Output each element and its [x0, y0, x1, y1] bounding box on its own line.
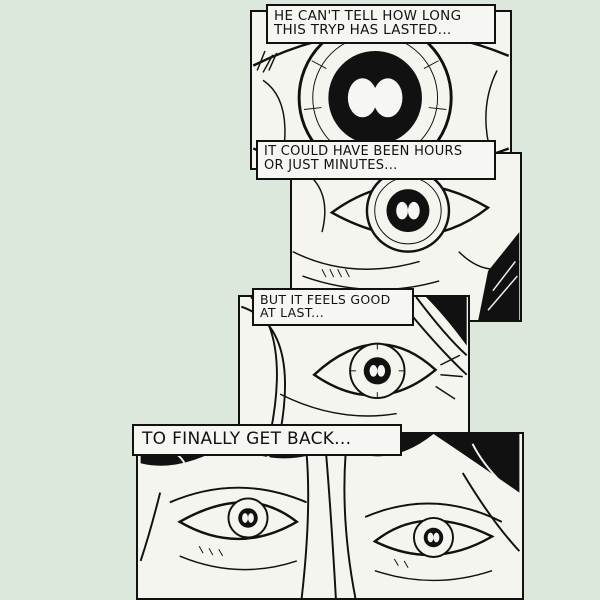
caption-box-4: TO FINALLY GET BACK...	[132, 424, 402, 456]
caption-box-3: BUT IT FEELS GOOD AT LAST...	[252, 288, 414, 326]
caption-text: OR JUST MINUTES...	[264, 157, 398, 173]
comic-panel-4	[136, 432, 524, 600]
caption-box-1: HE CAN'T TELL HOW LONG THIS TRYP HAS LAS…	[266, 4, 496, 44]
caption-text: THIS TRYP HAS LASTED...	[274, 22, 452, 39]
eye-closeup-illustration	[252, 20, 510, 168]
pair-of-eyes-illustration	[139, 434, 521, 598]
caption-text: BUT IT FEELS GOOD	[260, 292, 391, 307]
caption-text: IT COULD HAVE BEEN HOURS	[264, 144, 463, 159]
caption-text: HE CAN'T TELL HOW LONG	[274, 8, 462, 24]
caption-box-2: IT COULD HAVE BEEN HOURS OR JUST MINUTES…	[256, 140, 496, 180]
caption-text: TO FINALLY GET BACK...	[142, 429, 352, 449]
caption-text: AT LAST...	[260, 305, 324, 321]
